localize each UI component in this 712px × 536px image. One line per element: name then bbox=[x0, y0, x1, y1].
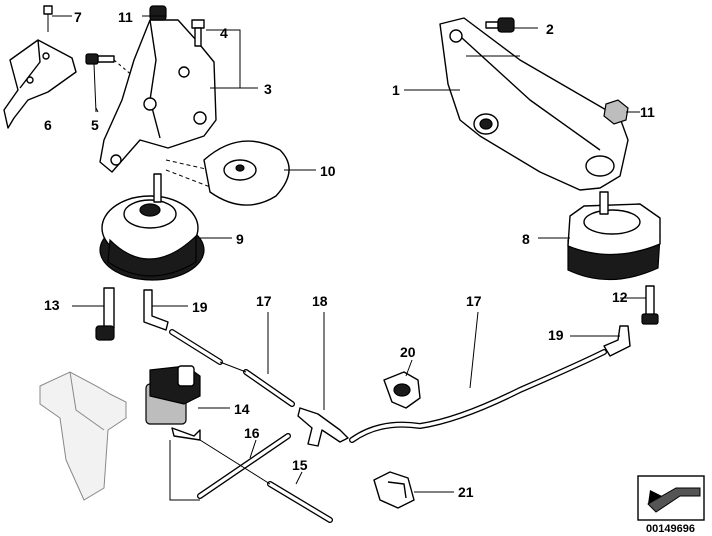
callout-4: 4 bbox=[220, 25, 228, 41]
callout-21: 21 bbox=[458, 484, 474, 500]
part-15-hose bbox=[199, 439, 333, 523]
part-12-bolt bbox=[641, 285, 659, 325]
callout-16: 16 bbox=[244, 425, 260, 441]
part-1-support-arm bbox=[439, 17, 629, 191]
part-11-nut-right bbox=[603, 99, 629, 125]
callout-11-top: 11 bbox=[118, 9, 133, 25]
callout-labels: 7 11 4 2 3 1 11 6 5 10 9 8 12 13 19 17 1… bbox=[44, 9, 655, 500]
callout-17-left: 17 bbox=[256, 293, 272, 309]
catalog-number: 00149696 bbox=[646, 523, 695, 535]
part-10-rubber-pad bbox=[203, 140, 290, 206]
callout-8: 8 bbox=[522, 231, 530, 247]
callout-19-right: 19 bbox=[548, 327, 564, 343]
part-3-engine-bracket bbox=[99, 19, 247, 201]
leader-lines bbox=[72, 15, 646, 493]
part-2-bolt bbox=[485, 17, 515, 33]
part-14-valve bbox=[145, 365, 201, 441]
callout-14: 14 bbox=[234, 401, 250, 417]
part-8-engine-mount bbox=[567, 191, 661, 281]
part-5-bolt bbox=[85, 53, 141, 113]
part-20-clip bbox=[383, 371, 421, 409]
part-9-engine-mount bbox=[99, 173, 205, 281]
part-11-nut-top bbox=[149, 5, 167, 21]
callout-19-left: 19 bbox=[192, 299, 208, 315]
part-21-clamp bbox=[373, 471, 415, 509]
callout-11-right: 11 bbox=[640, 104, 655, 120]
callout-12: 12 bbox=[612, 289, 628, 305]
callout-1: 1 bbox=[392, 82, 400, 98]
callout-9: 9 bbox=[236, 231, 244, 247]
callout-2: 2 bbox=[546, 21, 554, 37]
callout-17-right: 17 bbox=[466, 293, 482, 309]
callout-18: 18 bbox=[312, 293, 328, 309]
callout-6: 6 bbox=[44, 117, 52, 133]
part-17-hose-left bbox=[169, 329, 295, 407]
part-17-hose-right bbox=[349, 349, 607, 443]
callout-15: 15 bbox=[292, 457, 308, 473]
callout-5: 5 bbox=[91, 117, 99, 133]
reference-bracket-outline bbox=[39, 371, 127, 501]
arrow-frame-icon bbox=[637, 475, 705, 521]
callout-3: 3 bbox=[264, 81, 272, 97]
part-19-elbow-left bbox=[143, 289, 169, 331]
part-7-bolt bbox=[43, 5, 72, 32]
part-18-t-connector bbox=[297, 407, 349, 447]
part-19-elbow-right bbox=[603, 325, 631, 357]
part-13-bolt bbox=[95, 287, 115, 341]
callout-20: 20 bbox=[400, 344, 416, 360]
part-6-bracket bbox=[3, 39, 77, 129]
callout-13: 13 bbox=[44, 297, 60, 313]
part-4-bolt bbox=[191, 19, 205, 47]
callout-10: 10 bbox=[320, 163, 336, 179]
part-16-hose bbox=[169, 433, 291, 501]
callout-7: 7 bbox=[74, 9, 82, 25]
